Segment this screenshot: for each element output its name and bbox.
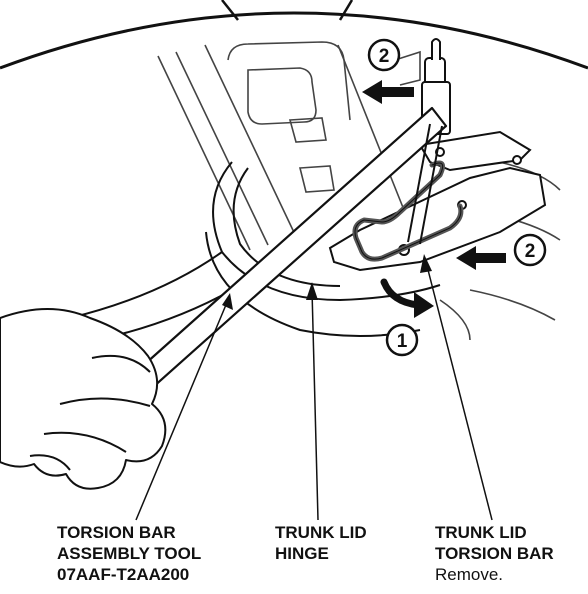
label-tool-line3: 07AAF-T2AA200: [57, 565, 190, 584]
svg-text:2: 2: [525, 241, 536, 262]
view-indicator-right: [338, 0, 354, 21]
label-trunk-lid-torsion-bar: TRUNK LID TORSION BAR Remove.: [435, 522, 554, 585]
label-tool-line2: ASSEMBLY TOOL: [57, 544, 202, 563]
hinge-bracket: [328, 130, 547, 272]
label-torsion-bar-line1: TRUNK LID: [435, 523, 527, 542]
hand: [0, 308, 167, 490]
leader-torsion-bar: [420, 254, 493, 521]
callout-2-top: 2: [367, 38, 401, 72]
leader-tool: [135, 293, 233, 521]
svg-text:2: 2: [379, 46, 390, 67]
detail-view-boundary-arc: [0, 11, 588, 70]
label-tool-line1: TORSION BAR: [57, 523, 176, 542]
push-arrow-top: [362, 80, 414, 104]
label-hinge-line1: TRUNK LID: [275, 523, 367, 542]
callout-1: 1: [385, 323, 419, 357]
label-trunk-lid-hinge: TRUNK LID HINGE: [275, 522, 367, 564]
view-indicator-left: [221, 0, 239, 21]
label-torsion-bar-assembly-tool: TORSION BAR ASSEMBLY TOOL 07AAF-T2AA200: [57, 522, 201, 585]
callout-2-right: 2: [513, 233, 547, 267]
push-arrow-right: [456, 246, 506, 270]
label-torsion-bar-instruction: Remove.: [435, 565, 504, 584]
leader-hinge: [306, 282, 319, 521]
label-hinge-line2: HINGE: [275, 544, 329, 563]
trunk-lid-torsion-bar-outline: [354, 162, 462, 260]
label-torsion-bar-line2: TORSION BAR: [435, 544, 554, 563]
svg-text:1: 1: [397, 331, 408, 352]
rotation-arrow: [380, 278, 434, 318]
